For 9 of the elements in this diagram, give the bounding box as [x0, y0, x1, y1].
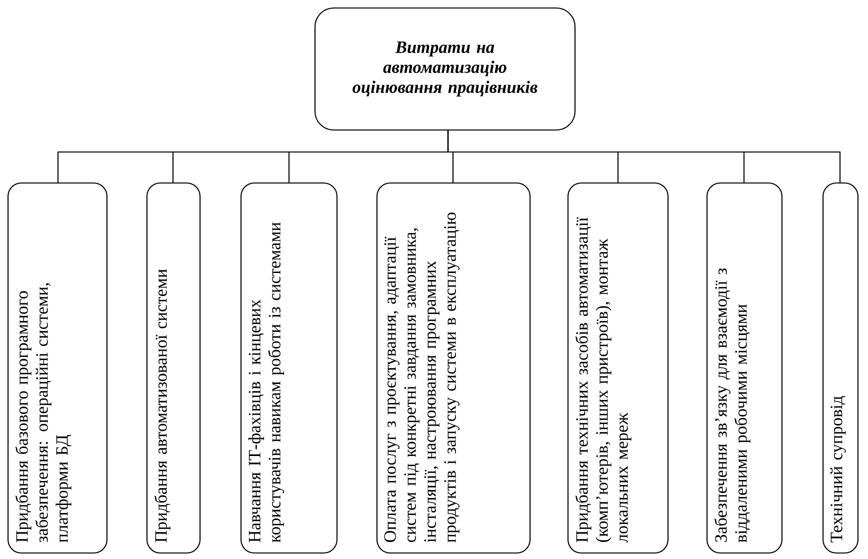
category-box: Придбання технічних засобів автоматизації (комп’ютерів, інших пристроїв), монтаж локальних мереж — [567, 182, 669, 554]
category-box: Технічний супровід — [822, 182, 858, 554]
connector — [447, 130, 841, 182]
category-box: Придбання автоматизованої системи — [146, 182, 201, 554]
category-box: Забезпечення зв’язку для взаємодії з віддаленими робочими місцями — [706, 182, 782, 554]
root-box: Витрати на автоматизацію оцінювання працівників — [314, 7, 576, 131]
category-box: Придбання базового програмного забезпечення: операційні системи, платформи БД — [8, 182, 108, 554]
category-box: Оплата послуг з проєктування, адаптації систем під конкретні завдання замовника, інсталяції, настроювання програмних продуктів і запуску системи в експлуатацію — [376, 182, 531, 554]
category-box: Навчання ІТ-фахівців і кінцевих користувачів навикам роботи із системами — [240, 182, 338, 554]
